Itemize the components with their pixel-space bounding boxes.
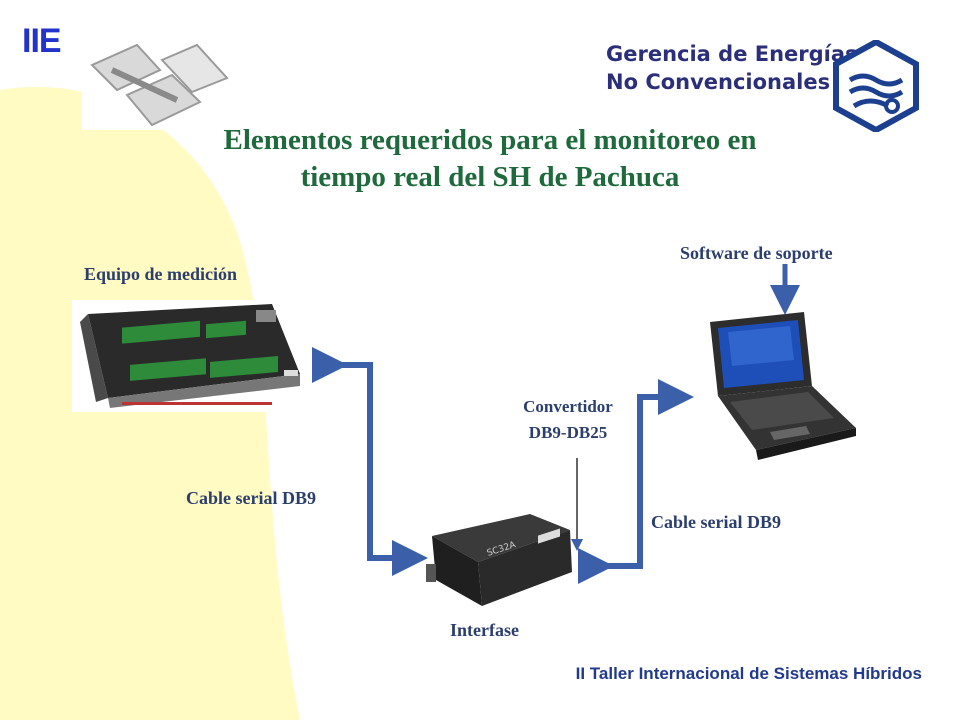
footer-text: II Taller Internacional de Sistemas Híbr… <box>575 664 922 683</box>
equipo-label: Equipo de medición <box>84 264 238 284</box>
slide-title: Elementos requeridos para el monitoreo e… <box>160 122 820 196</box>
brand-name: Gerencia de Energías No Convencionales <box>606 40 858 96</box>
title-line-1: Elementos requeridos para el monitoreo e… <box>223 124 757 156</box>
cable-right-arrow <box>578 379 694 584</box>
brand-line-1: Gerencia de Energías <box>606 42 858 66</box>
cable-left-arrow <box>312 347 428 576</box>
interface-device-icon: SC32A <box>426 514 572 606</box>
datalogger-device-icon <box>72 300 304 412</box>
brand-line-2: No Convencionales <box>606 70 831 94</box>
title-line-2: tiempo real del SH de Pachuca <box>300 161 680 193</box>
cable-left-label: Cable serial DB9 <box>186 488 316 508</box>
gnc-logo-icon <box>833 40 919 132</box>
iie-emblem-icon <box>82 40 242 130</box>
interfase-label: Interfase <box>450 620 519 640</box>
laptop-icon <box>710 312 856 460</box>
software-label: Software de soporte <box>680 243 833 263</box>
iie-logo-text: IIE <box>22 22 62 60</box>
